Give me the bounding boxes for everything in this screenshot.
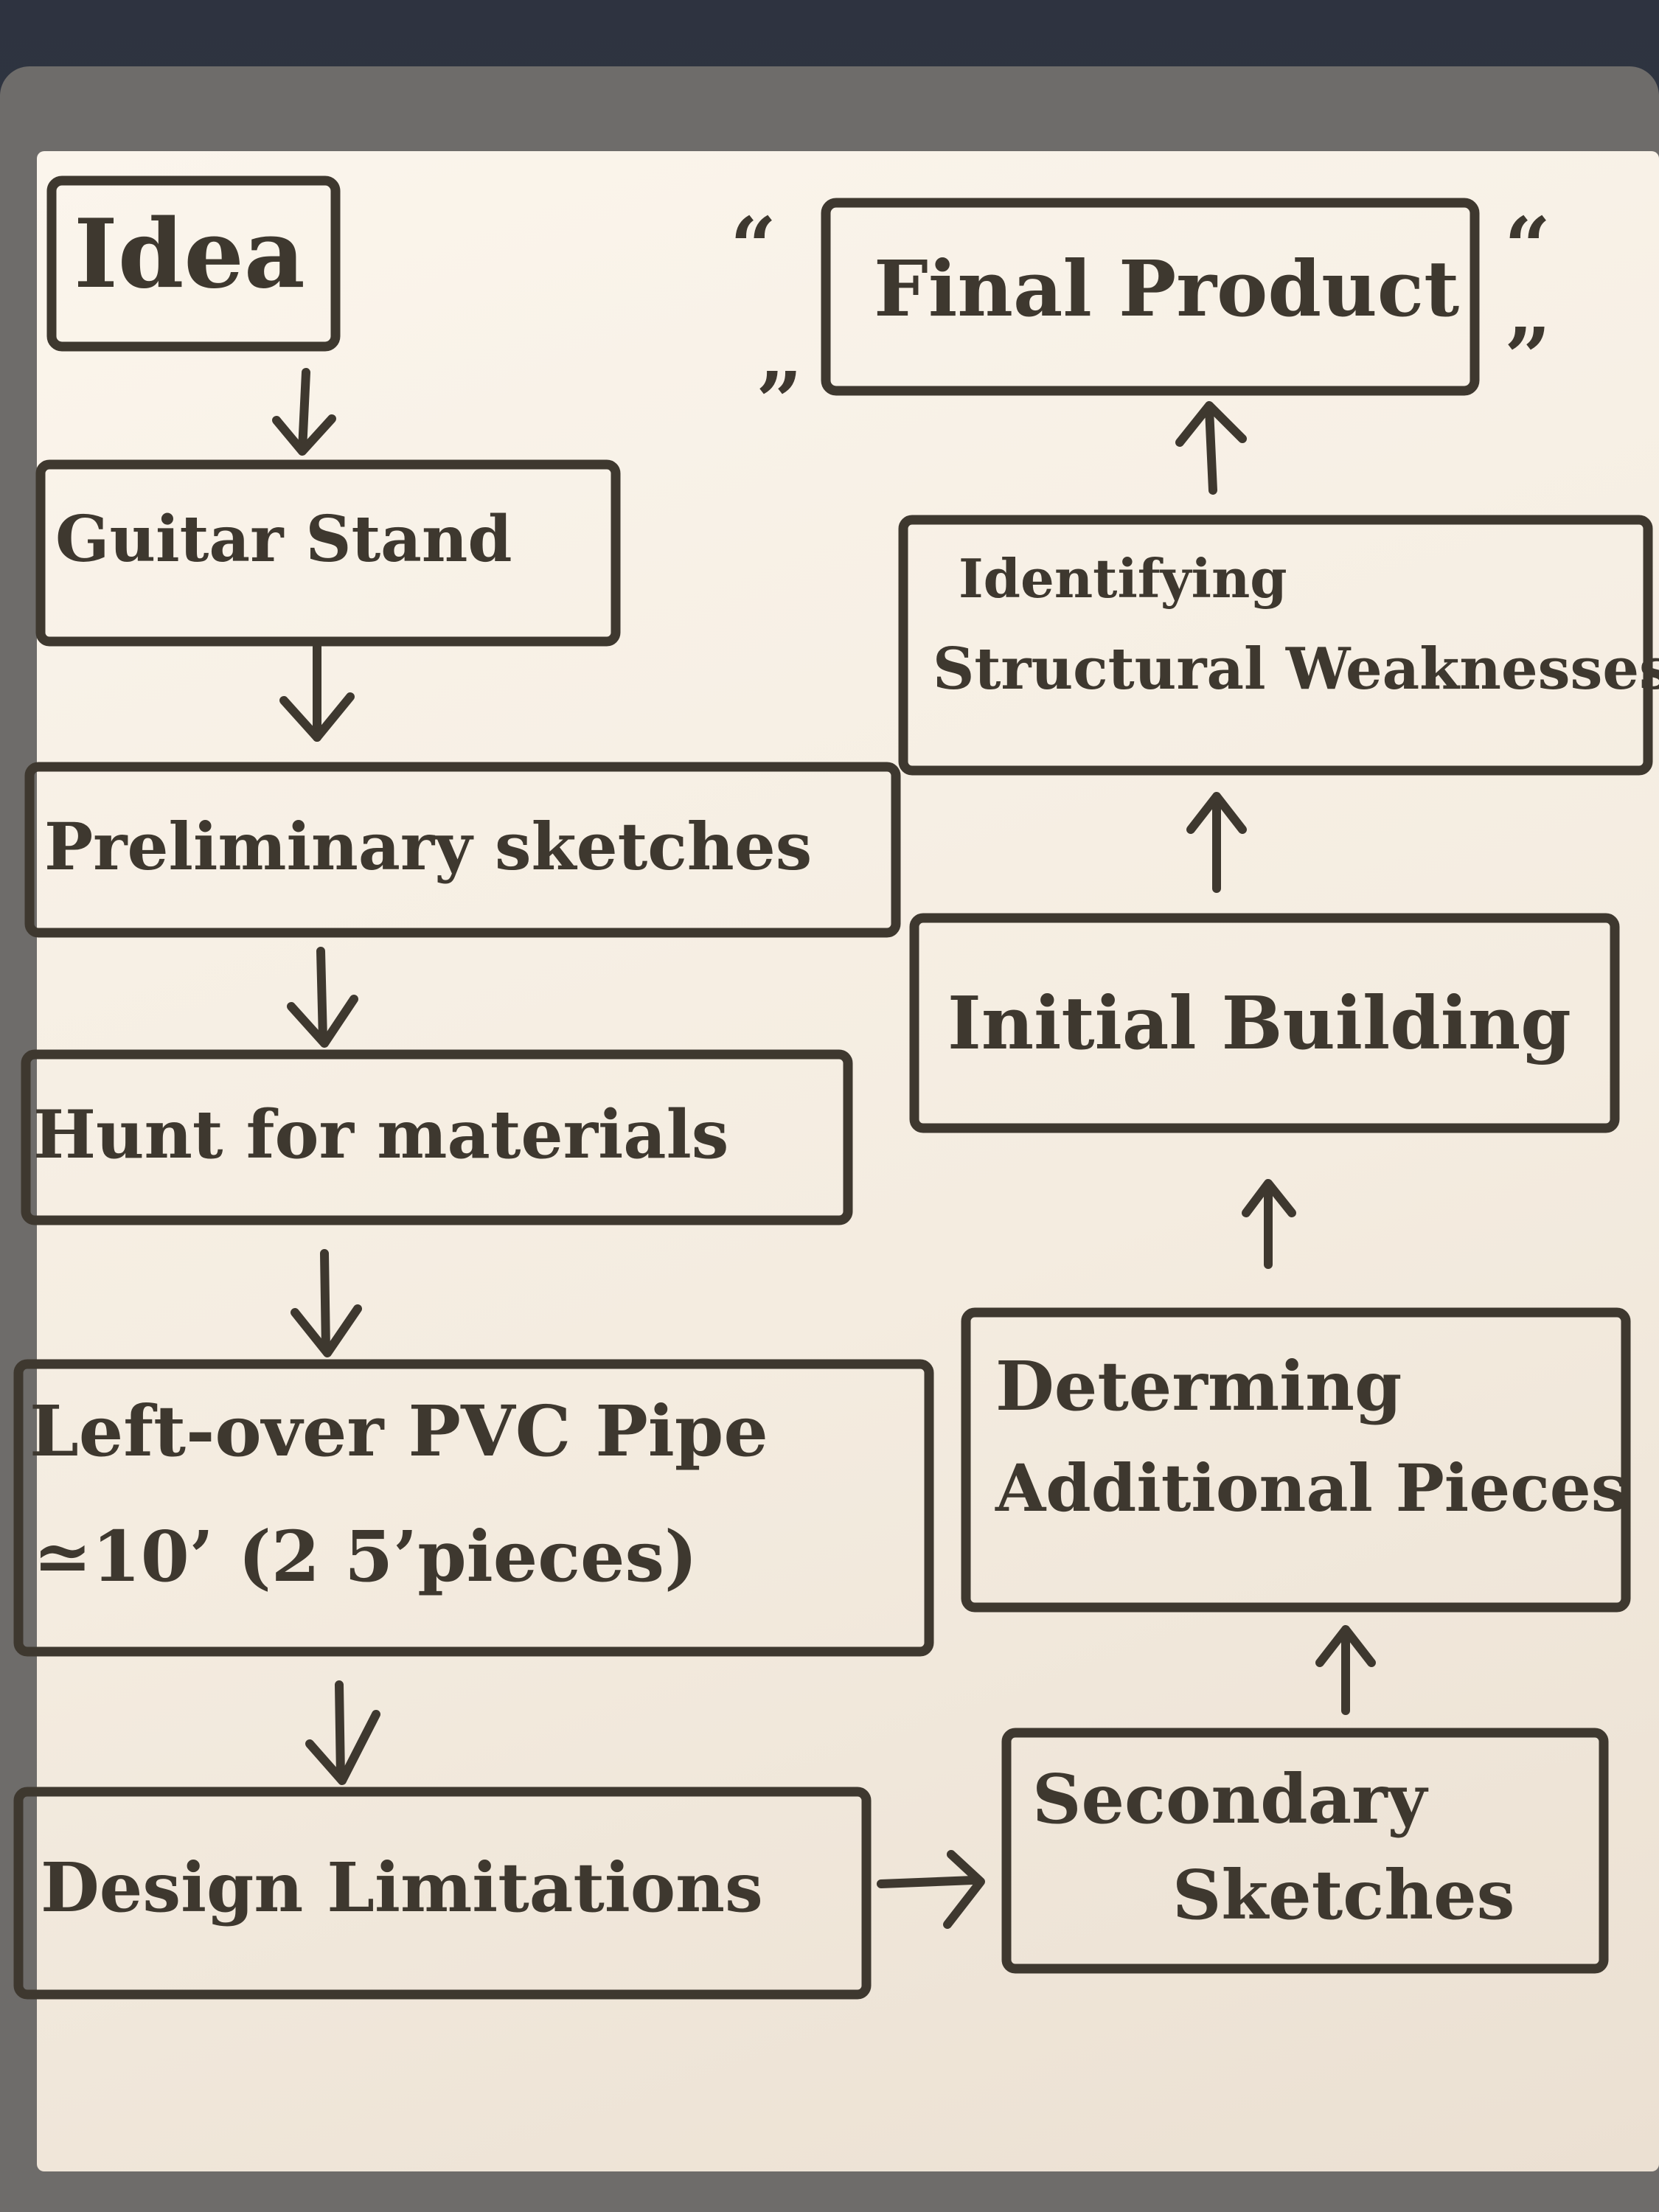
quote-mark-bottom-left: ” xyxy=(756,354,803,449)
node-secondary-sketches-line1: Secondary xyxy=(1032,1759,1427,1839)
arrow-guitar-stand-to-preliminary xyxy=(279,641,355,742)
node-pvc-pipe-line1: Left-over PVC Pipe xyxy=(29,1391,768,1472)
arrow-additional-to-initial xyxy=(1242,1179,1296,1269)
node-final-product: Final Product xyxy=(874,243,1460,334)
box-preliminary-sketches xyxy=(24,762,901,938)
quote-mark-bottom-right: ” xyxy=(1504,310,1551,405)
quote-mark-top-left: “ xyxy=(730,199,777,294)
node-idea: Idea xyxy=(74,199,305,310)
quote-mark-top-right: “ xyxy=(1504,199,1551,294)
arrow-design-to-secondary xyxy=(877,1850,985,1929)
arrow-idea-to-guitar-stand xyxy=(272,368,336,456)
box-initial-building xyxy=(909,913,1620,1133)
arrow-secondary-to-additional xyxy=(1315,1625,1376,1715)
node-hunt-for-materials: Hunt for materials xyxy=(33,1096,729,1174)
node-initial-building: Initial Building xyxy=(947,981,1571,1066)
box-structural-weaknesses xyxy=(898,515,1653,776)
node-additional-pieces-line2: Additional Pieces xyxy=(995,1450,1628,1526)
arrow-structural-to-final xyxy=(1175,401,1247,495)
node-secondary-sketches-line2: Sketches xyxy=(1172,1855,1515,1935)
node-preliminary-sketches: Preliminary sketches xyxy=(44,808,813,885)
node-additional-pieces-line1: Determing xyxy=(995,1346,1402,1426)
box-final-product xyxy=(821,198,1480,396)
box-secondary-sketches xyxy=(1001,1728,1609,1974)
box-design-limitations xyxy=(13,1787,872,2000)
arrow-pvc-to-design xyxy=(305,1680,380,1785)
node-guitar-stand: Guitar Stand xyxy=(55,502,512,577)
node-pvc-pipe-line2: ≃10’ (2 5’pieces) xyxy=(33,1516,698,1598)
box-idea xyxy=(46,175,341,352)
box-pvc-pipe xyxy=(13,1359,934,1657)
box-guitar-stand xyxy=(35,459,621,647)
arrow-preliminary-to-hunt xyxy=(287,947,358,1048)
box-hunt-for-materials xyxy=(21,1049,853,1225)
arrow-initial-to-structural xyxy=(1186,792,1247,893)
node-structural-weaknesses-line1: Identifying xyxy=(959,547,1287,610)
box-additional-pieces xyxy=(961,1307,1631,1613)
node-design-limitations: Design Limitations xyxy=(41,1848,763,1927)
node-structural-weaknesses-line2: Structural Weaknesses xyxy=(933,636,1659,703)
arrow-hunt-to-pvc xyxy=(291,1249,362,1357)
